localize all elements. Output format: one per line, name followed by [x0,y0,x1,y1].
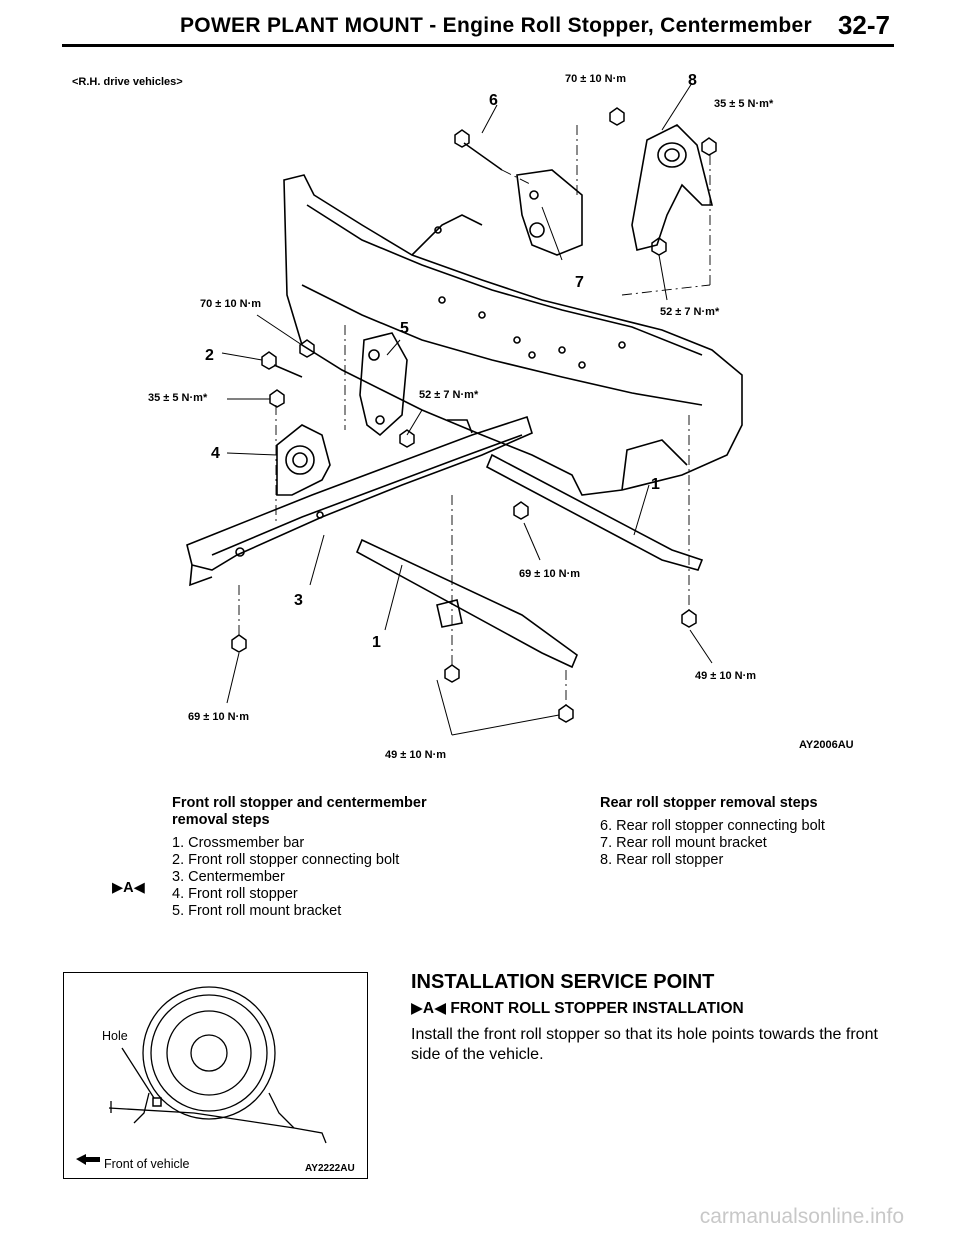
rear-roll-mount-bracket-drawing [516,169,583,256]
service-point-marker: ▶A◀ [112,880,145,896]
callout-1-bottom: 1 [372,634,381,651]
crossmember-drawing [283,174,743,496]
rear-step-item: 8. Rear roll stopper [600,852,724,868]
centermember-drawing [186,415,533,587]
front-steps-heading-line2: removal steps [172,812,270,828]
callout-1-right: 1 [651,476,660,493]
crossmember-bars-drawing [355,453,704,669]
watermark: carmanualsonline.info [699,1205,904,1228]
callout-5: 5 [400,320,409,337]
rear-step-item: 6. Rear roll stopper connecting bolt [600,818,825,834]
header-title: POWER PLANT MOUNT - Engine Roll Stopper,… [180,14,812,37]
figure-code-main: AY2006AU [799,739,854,751]
torque-label-70-left: 70 ± 10 N·m [200,298,261,310]
rear-step-item: 7. Rear roll mount bracket [600,835,767,851]
front-step-item: 5. Front roll mount bracket [172,903,342,919]
page-number: 32-7 [837,10,890,40]
installation-body: Install the front roll stopper so that i… [411,1026,878,1063]
callout-2: 2 [205,347,214,364]
callout-4: 4 [211,445,220,462]
callout-8: 8 [688,72,697,89]
hole-marker [152,1097,162,1107]
torque-label-49-bottom: 49 ± 10 N·m [385,749,446,761]
hole-label: Hole [102,1029,128,1043]
torque-label-49-right: 49 ± 10 N·m [695,670,756,682]
figure-caption: <R.H. drive vehicles> [72,76,183,88]
torque-label-52-mid: 52 ± 7 N·m* [419,389,479,401]
front-roll-stopper-orientation-drawing: Hole Front of vehicle AY2222AU [76,986,355,1174]
front-of-vehicle-label: Front of vehicle [104,1157,190,1171]
arrow-left-icon [76,1154,100,1165]
callout-6: 6 [489,92,498,109]
header-rule [62,44,894,47]
front-step-item: 3. Centermember [172,869,285,885]
leader-lines [221,82,713,736]
front-removal-steps: Front roll stopper and centermember remo… [172,795,572,920]
inset-figure: Hole Front of vehicle AY2222AU [63,972,368,1179]
rear-roll-stopper-drawing [631,124,714,251]
front-step-item: 1. Crossmember bar [172,835,305,851]
torque-label-69-mid: 69 ± 10 N·m [519,568,580,580]
torque-label-70-top: 70 ± 10 N·m [565,73,626,85]
front-step-item: 4. Front roll stopper [172,886,298,902]
callout-7: 7 [575,274,584,291]
installation-subtitle: ▶A◀ FRONT ROLL STOPPER INSTALLATION [411,1000,744,1017]
torque-label-35-left: 35 ± 5 N·m* [148,392,208,404]
rear-steps-heading: Rear roll stopper removal steps [600,795,818,811]
torque-label-52-right: 52 ± 7 N·m* [660,306,720,318]
front-roll-stopper-drawing [276,424,331,496]
torque-label-69-left: 69 ± 10 N·m [188,711,249,723]
callout-3: 3 [294,592,303,609]
installation-title: INSTALLATION SERVICE POINT [411,971,715,993]
torque-label-35-top: 35 ± 5 N·m* [714,98,774,110]
figure-code-inset: AY2222AU [305,1163,355,1174]
front-steps-heading-line1: Front roll stopper and centermember [172,795,427,811]
bolts-drawing [231,107,717,723]
front-roll-mount-bracket-drawing [359,332,408,437]
assembly-guide-lines [238,125,711,705]
front-step-item: 2. Front roll stopper connecting bolt [172,852,400,868]
exploded-view-diagram: <R.H. drive vehicles> [72,72,854,761]
rear-removal-steps: Rear roll stopper removal steps 6. Rear … [600,795,900,869]
